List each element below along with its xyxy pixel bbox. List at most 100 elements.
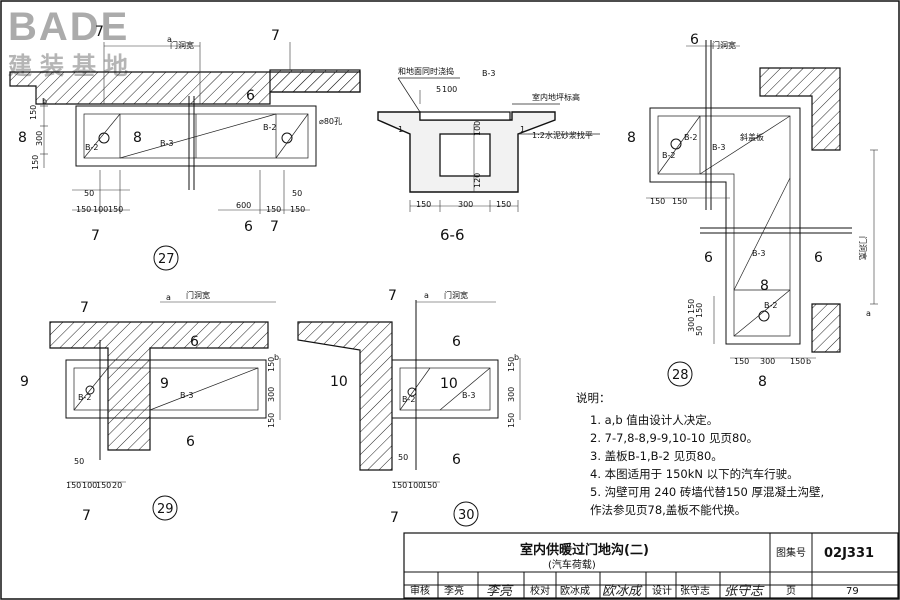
detail-28: 6 门洞宽 门洞宽 8 6 6 8 8 B-2 B-3 B-2 B-3 B-2 … — [627, 32, 878, 390]
dim-28-l1: 300 — [687, 317, 696, 332]
dim-27-b2: 100 — [93, 205, 108, 214]
notes-heading: 说明： — [576, 391, 611, 405]
designer: 张守志 — [680, 584, 710, 597]
plate-28-e: B-2 — [764, 301, 777, 310]
note-5: 5. 沟壁可用 240 砖墙代替150 厚混凝土沟壁, — [590, 485, 824, 499]
dim-30-b3: 50 — [398, 453, 408, 462]
mark-27-7c: 7 — [91, 228, 100, 244]
hole-27-left — [98, 132, 110, 144]
mark-29-6a: 6 — [190, 334, 199, 350]
mark-30-6a: 6 — [452, 334, 461, 350]
mark-28-8a: 8 — [627, 130, 636, 146]
door-width-28-v: 门洞宽 — [858, 236, 868, 260]
title-block: 室内供暖过门地沟(二) (汽车荷载) 图集号 02J331 审核 李亮 李亮 校… — [403, 532, 899, 599]
dim-27-b1: 150 — [76, 205, 91, 214]
wall-27-right — [269, 69, 361, 93]
checker: 欧冰成 — [560, 584, 590, 597]
mark-29-7b: 7 — [82, 508, 91, 524]
dim-27-b0: 50 — [84, 189, 94, 198]
plate-28-slope: 斜盖板 — [740, 132, 764, 142]
plate-28-c: B-2 — [684, 133, 697, 142]
plate-30-a: B-2 — [402, 395, 415, 404]
plate-28-b: B-3 — [712, 143, 725, 152]
dim-30-b0: 150 — [392, 481, 407, 490]
sheet-title: 室内供暖过门地沟(二) — [520, 542, 649, 558]
dim-28-b3: 300 — [760, 357, 775, 366]
dim-27-b5: 50 — [292, 189, 302, 198]
mark-28-8c: 8 — [758, 374, 767, 390]
hole-label-27: ⌀80孔 — [319, 117, 342, 126]
dim-29-r1: b — [274, 353, 279, 362]
dim-29-b1: 100 — [82, 481, 97, 490]
hole-27-right — [281, 132, 293, 144]
detail-29-circle — [152, 495, 178, 521]
detail-27-circle — [153, 245, 179, 271]
mark-27-6a: 6 — [246, 88, 255, 104]
mark-29-7a: 7 — [80, 300, 89, 316]
section-66-cover — [419, 111, 511, 121]
dim-66-3: 5 — [436, 85, 441, 94]
mark-27-8a: 8 — [18, 130, 27, 146]
plate-66: B-3 — [482, 69, 495, 78]
dim-27-b4: 600 — [236, 201, 251, 210]
mark-30-10a: 10 — [330, 374, 348, 390]
check-label: 校对 — [530, 584, 550, 597]
reviewer: 李亮 — [444, 584, 464, 597]
mark-28-6b: 6 — [704, 250, 713, 266]
dim-66-7: 1 — [398, 125, 403, 134]
dim-27-l0: 150 — [29, 105, 38, 120]
trench-30-outer — [391, 359, 499, 419]
logo: BADE 建装基地 — [8, 5, 128, 80]
dim-29-b2: 150 — [96, 481, 111, 490]
detail-30-circle — [453, 501, 479, 527]
door-width-30: 门洞宽 — [444, 290, 468, 300]
trench-29-outer — [65, 359, 267, 419]
detail-29-number: 29 — [157, 502, 174, 517]
door-width-28: 门洞宽 — [712, 40, 736, 50]
section-66-channel — [439, 133, 491, 177]
trench-29-inner — [73, 367, 259, 411]
mark-30-6b: 6 — [452, 452, 461, 468]
dim-27-l3: 150 — [31, 155, 40, 170]
page-no: 79 — [846, 586, 859, 597]
mark-28-8b: 8 — [760, 278, 769, 294]
side-28: a — [866, 309, 871, 318]
dim-28-l3: 50 — [695, 326, 704, 336]
dim-28-l2: 150 — [695, 303, 704, 318]
dim-27-b7: 150 — [290, 205, 305, 214]
plate-30-b: B-3 — [462, 391, 475, 400]
dim-27-l2: 300 — [35, 131, 44, 146]
mark-27-8b: 8 — [133, 130, 142, 146]
wall-28-bottom — [811, 303, 841, 353]
detail-30: 7 6 10 10 6 7 门洞宽 B-2 B-3 150 100 150 50… — [297, 288, 521, 527]
dim-30-r2: 300 — [507, 387, 516, 402]
dim-27-b6: 150 — [266, 205, 281, 214]
dim-30-r3: 150 — [507, 413, 516, 428]
trench-30-inner — [399, 367, 491, 411]
dim-27-l1: b — [42, 97, 47, 106]
dim-30-b1: 100 — [408, 481, 423, 490]
designer-signature: 张守志 — [724, 584, 765, 599]
dim-28-b0: 150 — [650, 197, 665, 206]
plate-29-b: B-3 — [180, 391, 193, 400]
plate-27-b: B-3 — [160, 139, 173, 148]
note-3: 3. 盖板B-1,B-2 见页80。 — [590, 449, 723, 463]
wall-28-top — [759, 67, 841, 151]
mark-30-7b: 7 — [390, 510, 399, 526]
sheet-subtitle: (汽车荷载) — [548, 558, 596, 571]
mark-27-7b: 7 — [271, 28, 280, 44]
trench-27-outer — [75, 105, 317, 167]
note-2: 2. 7-7,8-8,9-9,10-10 见页80。 — [590, 431, 758, 445]
detail-27: 7 7 7 6 6 8 8 7 门洞宽 ⌀80孔 B-2 B-3 B-2 50 … — [9, 24, 361, 271]
dim-28-b1: 150 — [672, 197, 687, 206]
atlas-label: 图集号 — [776, 546, 806, 559]
plate-27-c: B-2 — [263, 123, 276, 132]
plate-27-a: B-2 — [85, 143, 98, 152]
atlas-no: 02J331 — [824, 546, 874, 561]
dim-29-b4: 50 — [74, 457, 84, 466]
dim-28-b5: b — [806, 357, 811, 366]
review-label: 审核 — [410, 584, 430, 597]
mark-27-7a: 7 — [95, 24, 104, 40]
dim-66-8: 1 — [520, 125, 525, 134]
